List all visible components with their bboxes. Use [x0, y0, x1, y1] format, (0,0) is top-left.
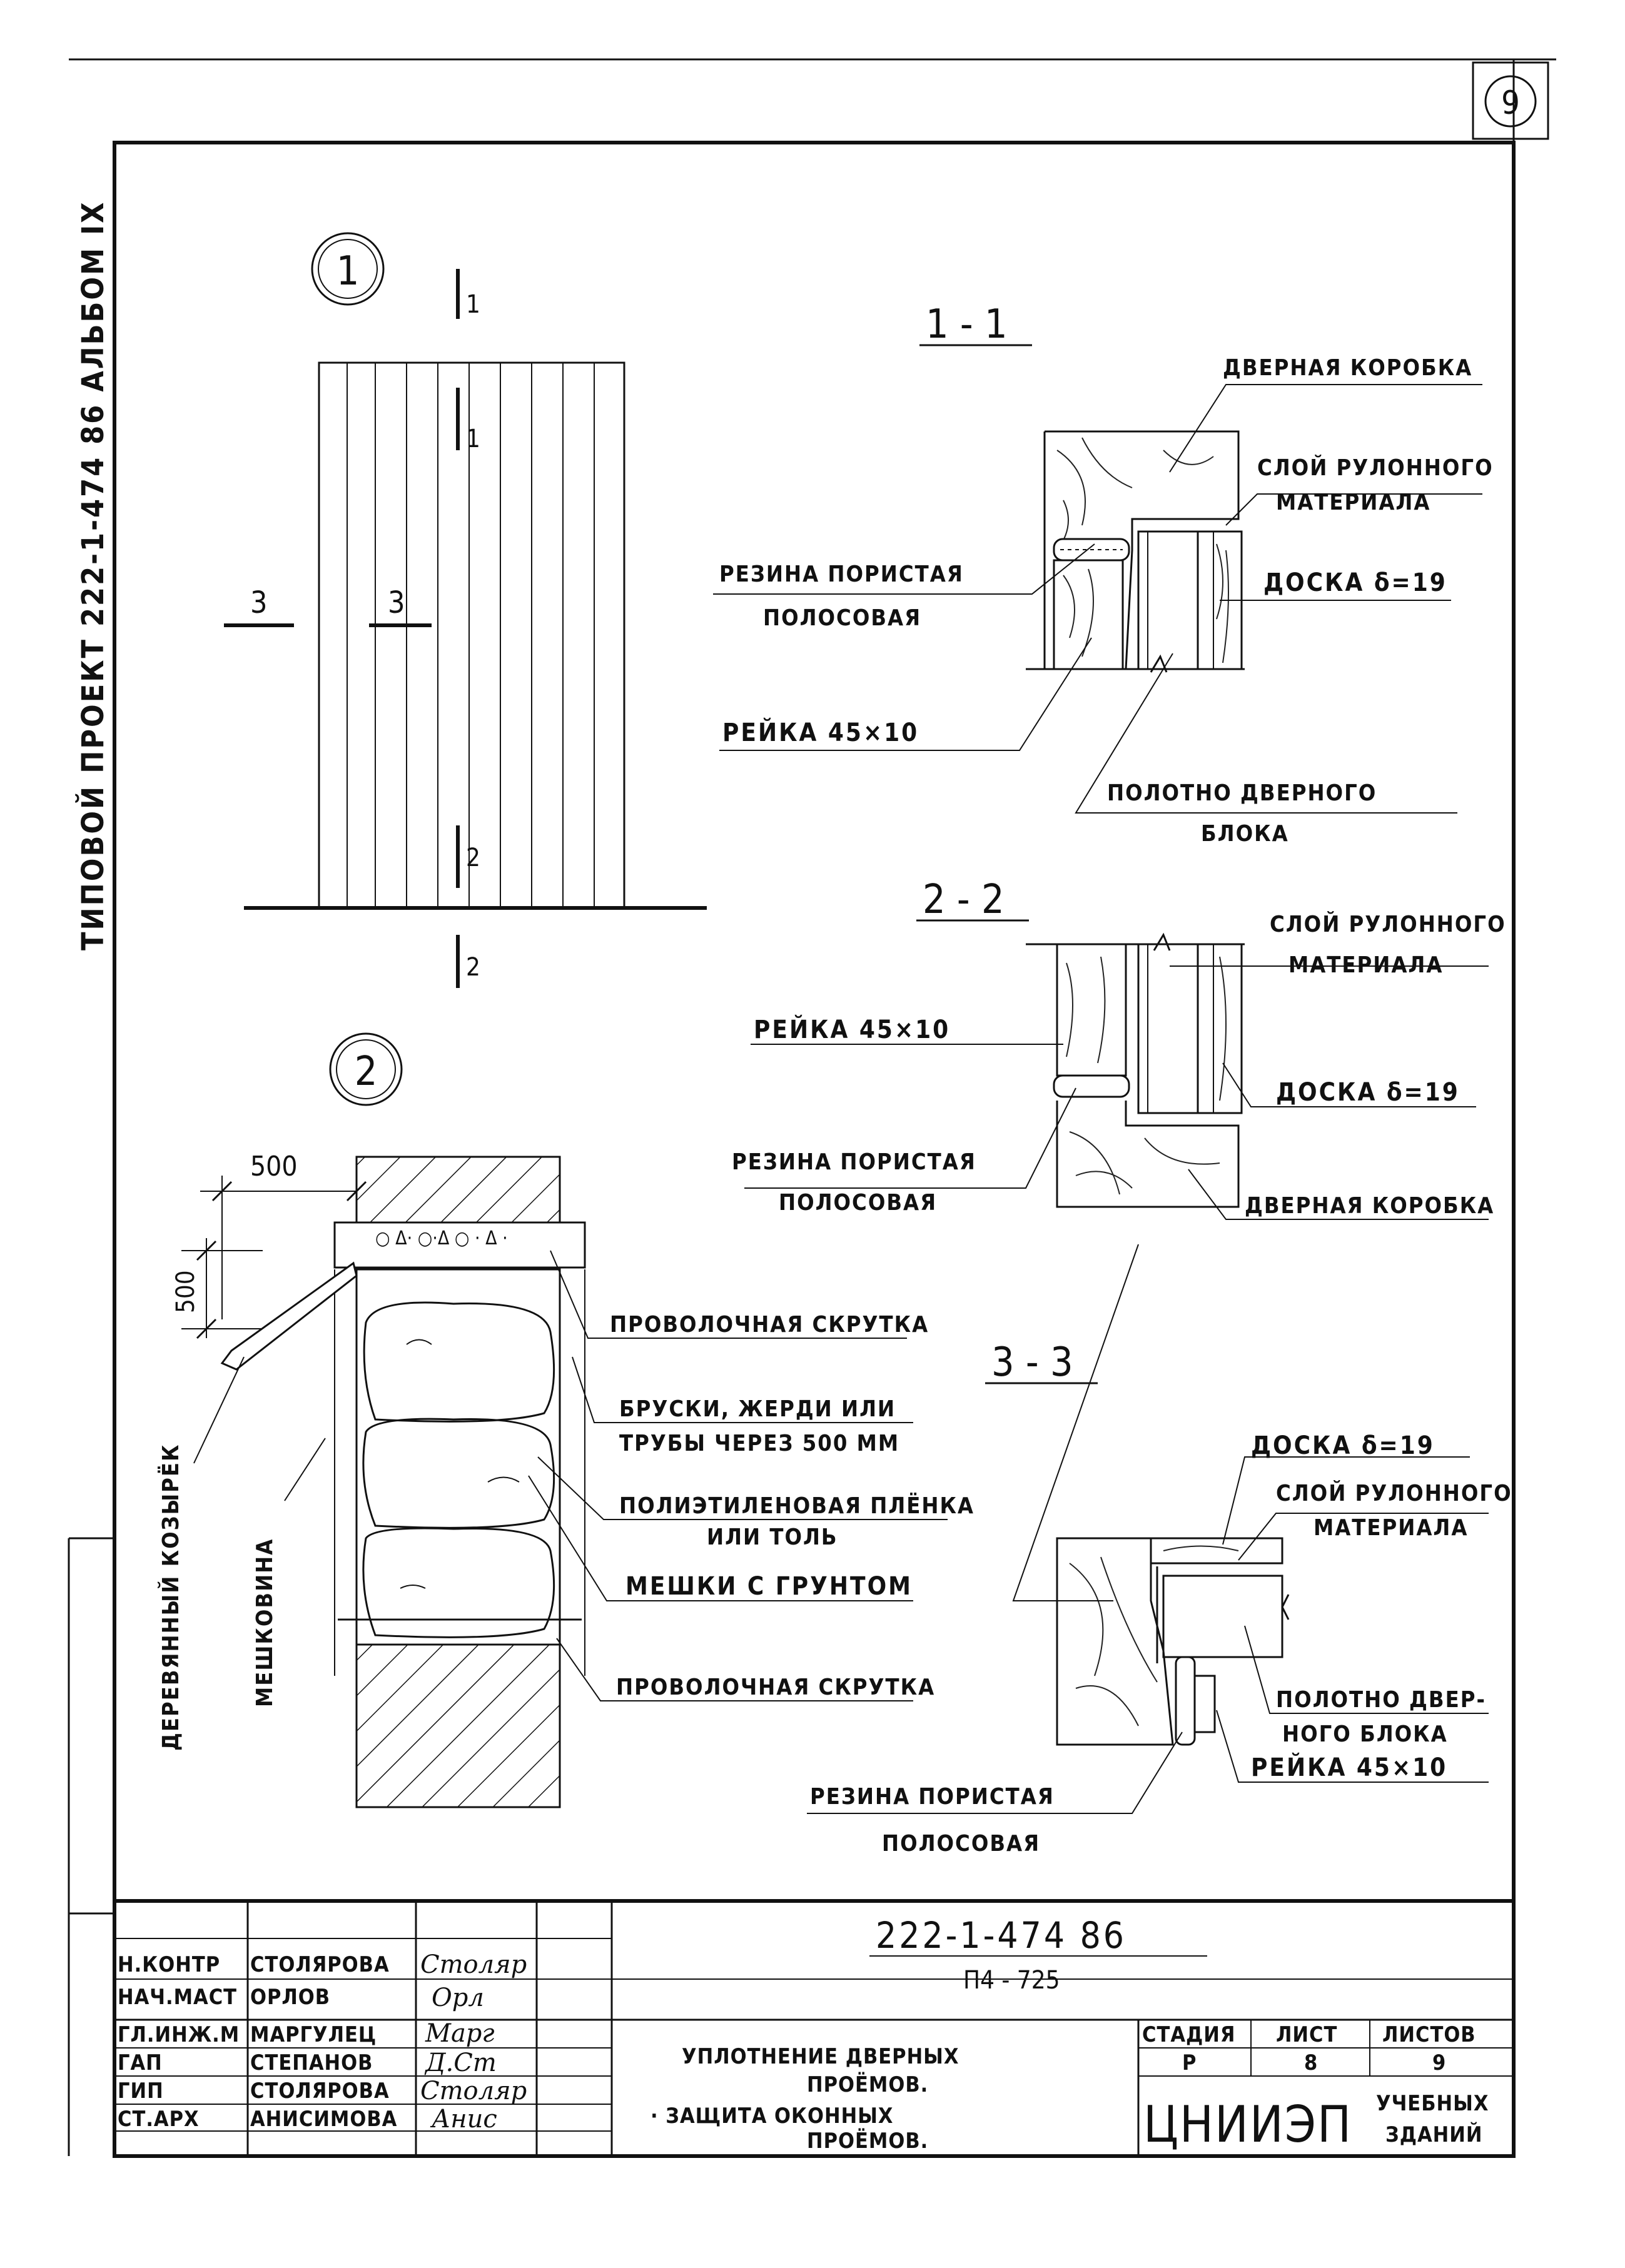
lbl-canopy: ДЕРЕВЯННЫЙ КОЗЫРЁК — [158, 1443, 184, 1751]
node-1-marker: 1 — [337, 248, 360, 295]
stamp-title-1: УПЛОТНЕНИЕ ДВЕРНЫХ — [682, 2044, 959, 2069]
stamp-subcode: П4 - 725 — [963, 1966, 1060, 1995]
section-3-3: 3 - 3 ДОСКА δ=19 СЛОЙ РУЛОННОГО МАТЕРИАЛ… — [807, 1244, 1512, 1857]
title-block: 222-1-474 86 П4 - 725 УПЛОТНЕНИЕ ДВЕРНЫХ… — [114, 1899, 1514, 2156]
sec33-rubber-1: РЕЗИНА ПОРИСТАЯ — [810, 1784, 1055, 1810]
sec22-frame: ДВЕРНАЯ КОРОБКА — [1245, 1193, 1494, 1219]
sheet-number-text: 9 — [1501, 84, 1520, 122]
lbl-film-2: ИЛИ ТОЛЬ — [707, 1525, 838, 1550]
sec33-rubber-2: ПОЛОСОВАЯ — [882, 1831, 1040, 1857]
sec11-batten: РЕЙКА 45×10 — [722, 717, 919, 747]
stamp-title-4: ПРОЁМОВ. — [807, 2128, 928, 2154]
sec33-roll-2: МАТЕРИАЛА — [1314, 1515, 1468, 1541]
sec33-leaf-1: ПОЛОТНО ДВЕР- — [1276, 1687, 1486, 1713]
sec11-roll-1: СЛОЙ РУЛОННОГО — [1257, 455, 1494, 481]
node-2: 2 ○ Δ· ○·Δ ○ · Δ · 500 500 — [158, 1032, 974, 1808]
lbl-wire-top: ПРОВОЛОЧНАЯ СКРУТКА — [610, 1312, 929, 1338]
stamp-sheets: 9 — [1432, 2050, 1446, 2075]
node-2-marker: 2 — [355, 1049, 378, 1095]
sec22-roll-1: СЛОЙ РУЛОННОГО — [1270, 911, 1506, 937]
role-2: ГЛ.ИНЖ.М — [118, 2022, 240, 2047]
sec33-leaf-2: НОГО БЛОКА — [1282, 1721, 1448, 1747]
name-0: СТОЛЯРОВА — [250, 1952, 390, 1977]
sec33-roll-1: СЛОЙ РУЛОННОГО — [1276, 1480, 1512, 1506]
cut-3-left: 3 — [250, 585, 267, 620]
stamp-sheets-hdr: ЛИСТОВ — [1382, 2022, 1476, 2047]
sec22-batten: РЕЙКА 45×10 — [754, 1014, 950, 1044]
cut-2-mid: 2 — [466, 844, 480, 872]
stamp-sheet: 8 — [1304, 2050, 1318, 2075]
lbl-bags: МЕШКИ С ГРУНТОМ — [625, 1572, 913, 1601]
stamp-org: ЦНИИЭП — [1143, 2095, 1352, 2154]
lbl-film-1: ПОЛИЭТИЛЕНОВАЯ ПЛЁНКА — [619, 1493, 974, 1519]
sheet-frame — [69, 58, 1556, 2158]
sec11-leaf-2: БЛОКА — [1201, 821, 1289, 847]
role-0: Н.КОНТР — [118, 1952, 220, 1977]
stamp-stage: Р — [1182, 2050, 1197, 2075]
lbl-wire-bot: ПРОВОЛОЧНАЯ СКРУТКА — [616, 1675, 935, 1700]
sig-0: Столяр — [420, 1950, 527, 1979]
sig-5: Анис — [430, 2105, 497, 2134]
node-1: 1 1 1 2 2 3 3 — [224, 232, 707, 988]
stamp-code: 222-1-474 86 — [876, 1914, 1126, 1957]
stamp-title-3: · ЗАЩИТА ОКОННЫХ — [651, 2104, 894, 2129]
sec22-rubber-2: ПОЛОСОВАЯ — [779, 1190, 937, 1216]
name-4: СТОЛЯРОВА — [250, 2079, 390, 2104]
sec11-rubber-1: РЕЗИНА ПОРИСТАЯ — [719, 562, 964, 587]
cut-3-mid: 3 — [388, 585, 405, 620]
stamp-sheet-hdr: ЛИСТ — [1276, 2022, 1337, 2047]
section-2-2: 2 - 2 СЛОЙ РУЛОННОГО МАТЕРИАЛА РЕЙКА 45×… — [732, 877, 1506, 1220]
name-3: СТЕПАНОВ — [250, 2050, 373, 2075]
sec22-board: ДОСКА δ=19 — [1276, 1078, 1460, 1107]
name-5: АНИСИМОВА — [250, 2107, 397, 2132]
dim-height: 500 — [171, 1270, 200, 1313]
sec11-frame: ДВЕРНАЯ КОРОБКА — [1223, 355, 1472, 381]
sec22-rubber-1: РЕЗИНА ПОРИСТАЯ — [732, 1149, 976, 1175]
section-1-1: 1 - 1 ДВЕРНАЯ КОРОБКА СЛОЙ РУЛОННОГО МАТ… — [713, 301, 1494, 847]
sec11-title: 1 - 1 — [926, 301, 1008, 348]
dim-width: 500 — [250, 1151, 298, 1182]
sec22-title: 2 - 2 — [923, 877, 1005, 923]
cut-1-mid: 1 — [466, 425, 480, 453]
svg-text:○ Δ· ○·Δ ○ · Δ ·: ○ Δ· ○·Δ ○ · Δ · — [375, 1227, 508, 1249]
sec11-board: ДОСКА δ=19 — [1263, 568, 1447, 597]
lbl-bars-1: БРУСКИ, ЖЕРДИ ИЛИ — [619, 1396, 896, 1422]
stamp-org-sub-1: УЧЕБНЫХ — [1376, 2091, 1489, 2116]
sec11-roll-2: МАТЕРИАЛА — [1276, 490, 1430, 515]
lbl-bars-2: ТРУБЫ ЧЕРЕЗ 500 ММ — [619, 1431, 899, 1456]
sig-3: Д.Ст — [424, 2049, 497, 2077]
side-title: ТИПОВОЙ ПРОЕКТ 222-1-474 86 АЛЬБОМ IX — [75, 201, 111, 950]
sec11-rubber-2: ПОЛОСОВАЯ — [763, 605, 921, 631]
sec22-roll-2: МАТЕРИАЛА — [1288, 952, 1443, 978]
signature-rows: Н.КОНТР СТОЛЯРОВА Столяр НАЧ.МАСТ ОРЛОВ … — [118, 1950, 527, 2134]
role-1: НАЧ.МАСТ — [118, 1985, 237, 2010]
cut-1-top: 1 — [466, 290, 480, 319]
sig-4: Столяр — [420, 2077, 527, 2105]
stamp-title-2: ПРОЁМОВ. — [807, 2072, 928, 2097]
sec33-title: 3 - 3 — [991, 1339, 1073, 1386]
name-2: МАРГУЛЕЦ — [250, 2022, 377, 2047]
stamp-stage-hdr: СТАДИЯ — [1142, 2022, 1235, 2047]
role-4: ГИП — [118, 2079, 164, 2104]
sheet-number: 9 — [1484, 75, 1537, 128]
sig-1: Орл — [432, 1983, 484, 2012]
sec33-batten: РЕЙКА 45×10 — [1251, 1752, 1447, 1782]
role-5: СТ.АРХ — [118, 2107, 200, 2132]
sec11-leaf-1: ПОЛОТНО ДВЕРНОГО — [1107, 780, 1377, 806]
name-1: ОРЛОВ — [250, 1985, 330, 2010]
sec33-board: ДОСКА δ=19 — [1251, 1431, 1435, 1460]
stamp-org-sub-2: ЗДАНИЙ — [1385, 2122, 1482, 2147]
sig-2: Марг — [425, 2019, 495, 2048]
lbl-burlap: МЕШКОВИНА — [252, 1538, 278, 1707]
cut-2-bot: 2 — [466, 953, 480, 982]
role-3: ГАП — [118, 2050, 163, 2075]
binding-strip — [68, 1537, 114, 2156]
